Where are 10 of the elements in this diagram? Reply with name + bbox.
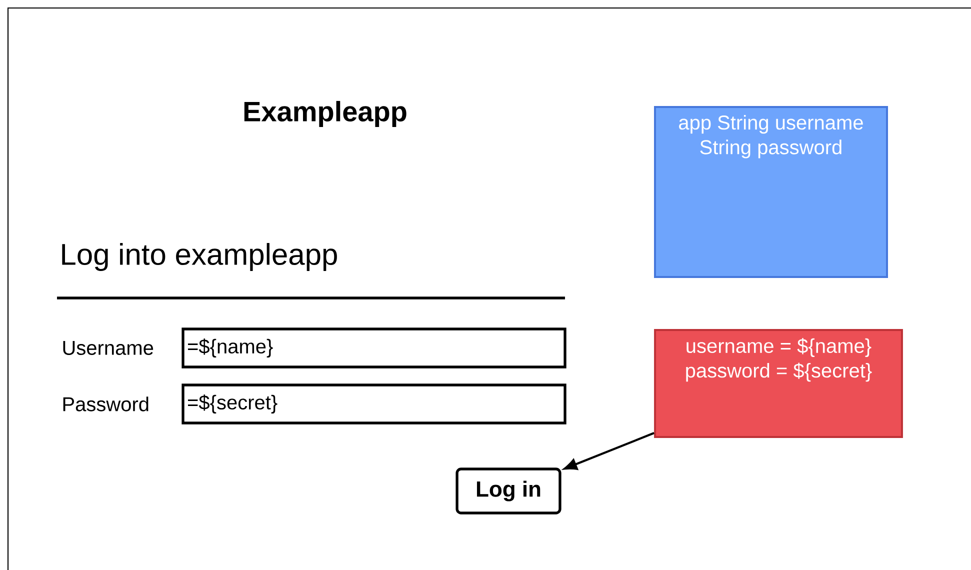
input-field: =${secret} <box>182 384 566 424</box>
class-box: app String username String password <box>654 106 888 278</box>
field-label: Password <box>63 396 148 412</box>
note-box: username = ${name} password = ${secret} <box>654 329 903 438</box>
arrow <box>564 432 654 470</box>
title: Exampleapp <box>244 100 406 128</box>
login-button: Log in <box>456 468 562 514</box>
input-field: =${name} <box>182 328 566 368</box>
heading: Log into exampleapp <box>62 243 337 271</box>
field-label: Username <box>63 341 154 355</box>
